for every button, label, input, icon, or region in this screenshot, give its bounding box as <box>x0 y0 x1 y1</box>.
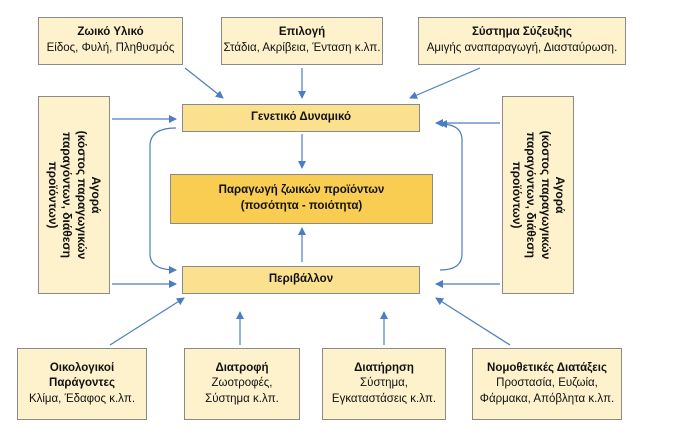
bottom-box-title: Νομοθετικές Διατάξεις <box>487 361 607 374</box>
top-box-title: Επιλογή <box>278 26 326 39</box>
bottom-box-title: Διατροφή <box>215 361 269 374</box>
arrow-zoiko-to-genetic <box>184 67 224 99</box>
market-subtitle: (κόστος παραγωγικών παραγόντων, διάθεση … <box>509 130 553 260</box>
genetic-potential-box: Γενετικό Δυναμικό <box>182 104 420 132</box>
genetic-potential-label: Γενετικό Δυναμικό <box>250 111 352 124</box>
market-title: Αγορά <box>88 176 103 214</box>
bottom-box-diatirisi: Διατήρηση Σύστημα, Εγκαταστάσεις κ.λπ. <box>322 348 446 420</box>
market-title: Αγορά <box>552 176 567 214</box>
bottom-box-subtitle: Ζωοτροφές, <box>211 377 273 390</box>
top-box-epilogi: Επιλογή Στάδια, Ακρίβεια, Ένταση κ.λπ. <box>221 17 383 65</box>
top-box-subtitle: Είδος, Φυλή, Πληθυσμός <box>46 42 175 54</box>
market-box-left: Αγορά (κόστος παραγωγικών παραγόντων, δι… <box>38 96 110 294</box>
bottom-box-nomothetikes: Νομοθετικές Διατάξεις Προστασία, Ευζωία,… <box>472 348 622 420</box>
market-text-left: Αγορά (κόστος παραγωγικών παραγόντων, δι… <box>45 108 103 283</box>
top-box-systima-syzeuxis: Σύστημα Σύζευξης Αμιγής αναπαραγωγή, Δια… <box>418 17 626 65</box>
arrow-oikologikoi-to-environment <box>109 297 185 346</box>
environment-label: Περιβάλλον <box>268 273 334 286</box>
market-subtitle: (κόστος παραγωγικών παραγόντων, διάθεση … <box>45 130 89 260</box>
bottom-box-oikologikoi: Οικολογικοί Παράγοντες Κλίμα, Έδαφος κ.λ… <box>17 348 147 420</box>
bottom-box-subtitle-2: Σύστημα κ.λπ. <box>205 392 279 405</box>
arrow-right-loop <box>439 120 463 271</box>
bottom-box-subtitle-2: Φάρμακα, Απόβλητα κ.λπ. <box>479 392 615 405</box>
bottom-box-subtitle: Κλίμα, Έδαφος κ.λπ. <box>28 392 136 405</box>
top-box-subtitle: Στάδια, Ακρίβεια, Ένταση κ.λπ. <box>223 42 381 54</box>
market-box-right: Αγορά (κόστος παραγωγικών παραγόντων, δι… <box>502 96 574 294</box>
production-box: Παραγωγή ζωικών προϊόντων (ποσότητα - πο… <box>170 174 433 224</box>
top-box-subtitle: Αμιγής αναπαραγωγή, Διασταύρωση. <box>426 42 618 54</box>
arrow-left-loop <box>149 127 177 274</box>
market-text-right: Αγορά (κόστος παραγωγικών παραγόντων, δι… <box>509 108 567 283</box>
production-sublabel: (ποσότητα - ποιότητα) <box>240 200 363 212</box>
top-box-title: Σύστημα Σύζευξης <box>471 26 573 39</box>
bottom-box-subtitle: Προστασία, Ευζωία, <box>496 377 598 390</box>
production-label: Παραγωγή ζωικών προϊόντων <box>218 184 385 197</box>
bottom-box-title: Οικολογικοί <box>49 361 115 374</box>
bottom-box-title: Διατήρηση <box>354 361 414 374</box>
bottom-box-title-2: Παράγοντες <box>49 377 115 390</box>
environment-box: Περιβάλλον <box>182 266 420 294</box>
arrow-nomothetikes-to-environment <box>435 297 511 346</box>
bottom-box-subtitle: Σύστημα, <box>360 377 408 390</box>
bottom-box-subtitle-2: Εγκαταστάσεις κ.λπ. <box>331 392 437 405</box>
bottom-box-diatrofi: Διατροφή Ζωοτροφές, Σύστημα κ.λπ. <box>184 348 300 420</box>
top-box-title: Ζωικό Υλικό <box>77 26 144 39</box>
top-box-zoiko-yliko: Ζωικό Υλικό Είδος, Φυλή, Πληθυσμός <box>38 17 183 65</box>
arrow-syzeuxi-to-genetic <box>409 67 481 99</box>
